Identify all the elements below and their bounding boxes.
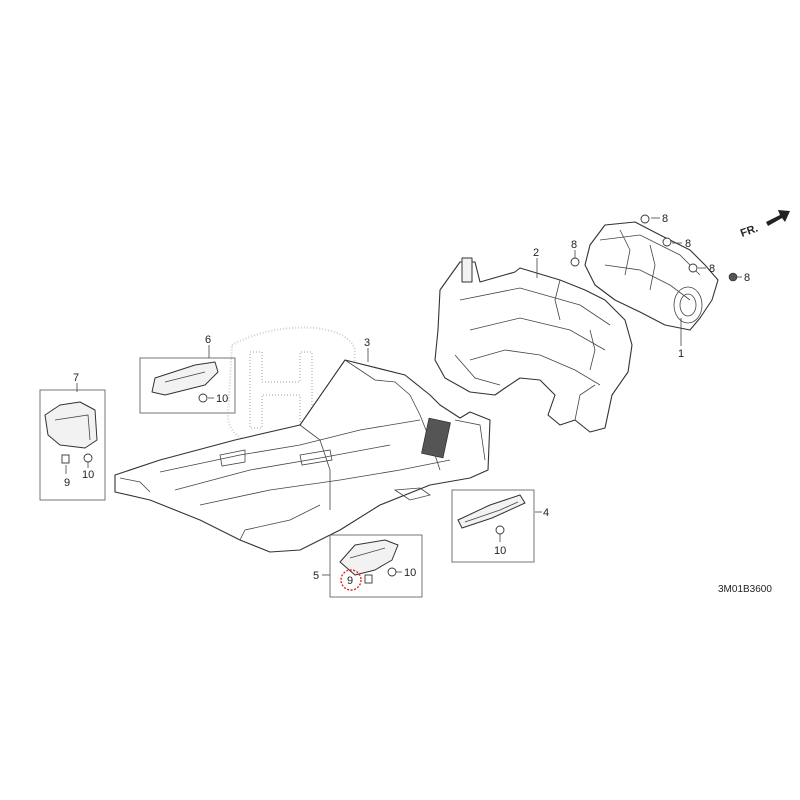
part-7-group[interactable]	[39, 389, 106, 501]
drawing-code: 3M01B3600	[718, 584, 772, 595]
callout-6[interactable]: 6	[205, 334, 211, 346]
dashboard-upper-insulator-part[interactable]	[584, 221, 719, 331]
callout-8-top[interactable]: 8	[662, 213, 668, 225]
floor-carpet-part[interactable]	[114, 359, 491, 553]
part-6-group[interactable]	[139, 357, 236, 414]
clip-8-group	[570, 214, 738, 282]
callout-8-middle[interactable]: 8	[685, 238, 691, 250]
callout-8-right[interactable]: 8	[709, 263, 715, 275]
callout-2[interactable]: 2	[533, 247, 539, 259]
callout-1[interactable]: 1	[678, 348, 684, 360]
highlight-ring	[340, 569, 362, 591]
part-5-group[interactable]	[329, 534, 423, 598]
callout-8-left[interactable]: 8	[571, 239, 577, 251]
callout-labels: 1 2 3 4 5 6 7 8 8 8 8 8 9 9 10 10 10 10	[64, 213, 750, 591]
leader-lines	[65, 217, 742, 576]
callout-10-part6[interactable]: 10	[216, 393, 228, 405]
dashboard-insulator-part[interactable]	[434, 257, 633, 433]
callout-3[interactable]: 3	[364, 337, 370, 349]
callout-4[interactable]: 4	[543, 507, 549, 519]
callout-8-far-right[interactable]: 8	[744, 272, 750, 284]
callout-9-left[interactable]: 9	[64, 477, 70, 489]
callout-10-part5[interactable]: 10	[404, 567, 416, 579]
callout-9-highlighted[interactable]: 9	[347, 575, 353, 587]
front-arrow-icon	[766, 210, 790, 226]
callout-10-part4[interactable]: 10	[494, 545, 506, 557]
callout-10-part7[interactable]: 10	[82, 469, 94, 481]
front-direction-indicator: FR.	[739, 210, 790, 240]
part-4-group[interactable]	[451, 489, 535, 563]
callout-5[interactable]: 5	[313, 570, 319, 582]
front-label: FR.	[739, 222, 760, 239]
callout-7[interactable]: 7	[73, 372, 79, 384]
